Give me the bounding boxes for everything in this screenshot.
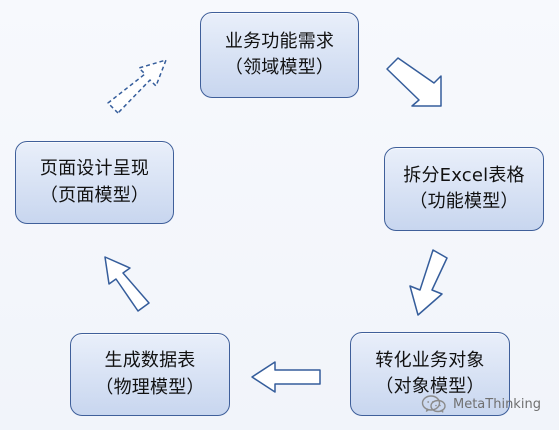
wechat-icon	[421, 393, 447, 415]
node-data-table: 生成数据表 （物理模型）	[70, 333, 230, 416]
node-data-table-subtitle: （物理模型）	[95, 376, 205, 398]
node-excel-split: 拆分Excel表格 （功能模型）	[384, 147, 544, 231]
arrow-left-bottom	[251, 361, 321, 393]
node-business-requirements: 业务功能需求 （领域模型）	[200, 12, 359, 98]
arrow-up-left-bottom	[104, 256, 150, 312]
node-business-objects: 转化业务对象 （对象模型）	[350, 332, 510, 416]
node-business-requirements-subtitle: （领域模型）	[224, 57, 335, 78]
watermark-text: MetaThinking	[453, 396, 541, 412]
node-business-objects-title: 转化业务对象	[375, 349, 485, 371]
node-data-table-title: 生成数据表	[104, 350, 196, 372]
arrow-up-right-dashed	[107, 59, 167, 114]
node-page-design-subtitle: （页面模型）	[39, 184, 150, 206]
node-page-design: 页面设计呈现 （页面模型）	[15, 141, 174, 224]
node-business-requirements-title: 业务功能需求	[224, 30, 335, 52]
node-excel-split-subtitle: （功能模型）	[409, 191, 519, 212]
node-business-objects-subtitle: （对象模型）	[375, 376, 485, 397]
arrow-down-right	[409, 249, 448, 316]
arrow-right-down-top	[386, 57, 442, 107]
node-excel-split-title: 拆分Excel表格	[403, 164, 525, 186]
node-page-design-title: 页面设计呈现	[39, 158, 150, 180]
watermark: MetaThinking	[421, 393, 541, 415]
